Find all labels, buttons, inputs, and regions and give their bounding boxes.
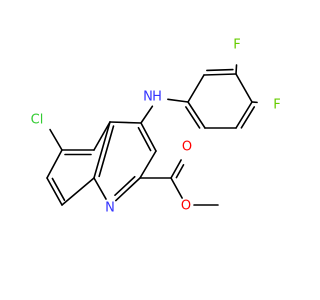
bond-c4-c5: [187, 101, 206, 129]
atom-label-f1: F: [233, 38, 240, 53]
bond-Cest-O2: [170, 177, 183, 199]
bond-c2-c3-second: [240, 106, 256, 129]
atom-label-nring: N: [105, 201, 115, 216]
bond-c1-c2: [235, 73, 253, 103]
bond-Nring-c8a: [93, 177, 107, 200]
bond-layer: [46, 64, 258, 206]
bond-c4a-c5q: [93, 121, 111, 151]
bond-c4-c5-second: [185, 106, 201, 129]
bond-c4q-c3q: [140, 122, 157, 152]
bond-Cest-O1: [170, 159, 182, 179]
atom-label-cl: Cl: [31, 113, 44, 128]
bond-c2q-Nring: [115, 177, 141, 202]
bond-c2q-Nring-second: [114, 175, 136, 197]
atom-label-o2: O: [181, 199, 191, 214]
bond-Cest-O1-second: [175, 163, 185, 179]
atom-label-o1: O: [182, 140, 192, 155]
bond-c8a-c4a-second: [98, 125, 115, 178]
bond-c2-c3: [235, 101, 253, 129]
bond-c6-c1-second: [206, 68, 234, 72]
bond-c7q-c8q-second: [51, 177, 66, 201]
bond-c5-NH: [167, 98, 189, 103]
bond-c1-F1: [235, 64, 238, 75]
atom-label-nh_n: N: [143, 90, 153, 105]
bond-NH-c4q: [140, 105, 154, 124]
bond-c4q-c3q-second: [137, 126, 152, 152]
bond-c5-c6: [187, 74, 205, 103]
bond-c3q-c2q: [139, 150, 157, 179]
bond-c4a-c4q: [109, 121, 142, 124]
atom-label-nh: H: [152, 90, 162, 105]
bond-c6q-c7q: [46, 149, 63, 179]
bond-c6-c1: [203, 73, 237, 76]
bond-c6q-Cl: [49, 128, 63, 151]
atom-label-f2: F: [273, 98, 280, 113]
bond-c8q-c8a: [61, 177, 95, 206]
bond-c8a-c4a: [93, 121, 111, 179]
bond-c7q-c8q: [46, 177, 63, 206]
